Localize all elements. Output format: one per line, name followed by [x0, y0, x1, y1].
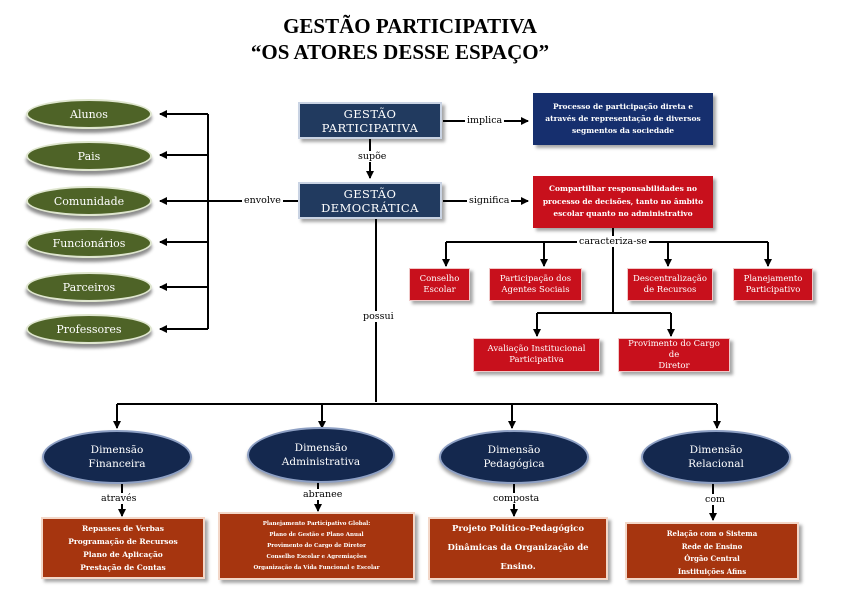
detail-item: Relação com o Sistema	[666, 529, 758, 538]
abranee-label: abranee	[301, 489, 345, 500]
box-line: de Recursos	[643, 284, 697, 295]
detail-item: Plano de Gestão e Plano Anual	[269, 531, 364, 538]
detail-item: Prestação de Contas	[80, 563, 166, 572]
composta-label: composta	[491, 493, 542, 504]
detail-item: Programação de Recursos	[68, 537, 178, 546]
detail-item: Organização da Vida Funcional e Escolar	[253, 564, 380, 571]
box-line: Participativa	[509, 355, 564, 365]
dimension-line: Dimensão	[294, 442, 348, 454]
dimension-line: Relacional	[688, 458, 744, 470]
dimension-line: Dimensão	[487, 444, 541, 456]
page-subtitle: “OS ATORES DESSE ESPAÇO”	[250, 40, 550, 64]
detail-item: Projeto Político-Pedagógico	[451, 524, 585, 534]
dimensao-administrativa: Dimensão Administrativa	[247, 427, 395, 483]
box-line: Descentralização	[633, 273, 707, 284]
caracteriza-se-label: caracteriza-se	[577, 236, 649, 247]
implica-description-box: Processo de participação direta e atravé…	[533, 93, 713, 145]
page-title: GESTÃO PARTICIPATIVA	[283, 14, 537, 38]
possui-label: possui	[361, 311, 396, 322]
significa-description-box: Compartilhar responsabilidades no proces…	[533, 176, 713, 228]
box-line: Conselho	[419, 273, 460, 284]
dimension-line: Pedagógica	[483, 458, 545, 470]
participacao-agentes-box: Participação dos Agentes Sociais	[489, 268, 582, 301]
dimensao-pedagogica: Dimensão Pedagógica	[439, 430, 589, 484]
detail-item: Rede de Ensino	[681, 541, 743, 551]
envolve-label: envolve	[242, 195, 283, 206]
atraves-label: através	[99, 493, 139, 504]
financeira-detail-box: Repasses de Verbas Programação de Recurs…	[41, 517, 205, 579]
dimension-line: Administrativa	[281, 456, 361, 468]
relacional-detail-box: Relação com o Sistema Rede de Ensino Órg…	[625, 522, 799, 580]
gestao-democratica-node: GESTÃO DEMOCRÁTICA	[298, 182, 442, 219]
dimensao-relacional: Dimensão Relacional	[641, 430, 791, 484]
gestao-participativa-node: GESTÃO PARTICIPATIVA	[298, 102, 442, 139]
detail-item: Repasses de Verbas	[82, 524, 164, 533]
actor-professores: Professores	[26, 314, 152, 344]
detail-item: Instituições Afins	[677, 566, 747, 576]
pedagogica-detail-box: Projeto Político-Pedagógico Dinâmicas da…	[428, 517, 608, 580]
box-line: Provimento do Cargo de	[628, 338, 720, 360]
box-line: Participativo	[745, 284, 801, 295]
detail-item: Planejamento Participativo Global:	[262, 520, 371, 527]
avaliacao-institucional-box: Avaliação Institucional Participativa	[473, 338, 600, 372]
node-line: GESTÃO	[343, 186, 397, 201]
com-label: com	[703, 494, 728, 505]
significa-label: significa	[467, 195, 512, 206]
box-line: Escolar	[423, 284, 456, 295]
node-line: GESTÃO	[343, 106, 397, 121]
supoe-label: supõe	[356, 151, 389, 162]
box-line: Agentes Sociais	[501, 284, 570, 295]
detail-item: Conselho Escolar e Agremiações	[266, 553, 367, 560]
planejamento-participativo-box: Planejamento Participativo	[733, 268, 813, 301]
detail-item: Plano de Aplicação	[83, 550, 163, 559]
actor-funcionarios: Funcionários	[26, 228, 152, 258]
actor-parceiros: Parceiros	[26, 272, 152, 302]
dimension-line: Financeira	[88, 458, 146, 470]
dimension-line: Dimensão	[689, 444, 743, 456]
box-line: Avaliação Institucional	[487, 344, 586, 354]
detail-item: Dinâmicas da Organização de Ensino.	[447, 543, 589, 572]
actor-comunidade: Comunidade	[26, 186, 152, 216]
box-line: Diretor	[658, 360, 690, 371]
implica-label: implica	[465, 115, 505, 126]
dimensao-financeira: Dimensão Financeira	[42, 430, 192, 484]
box-line: Planejamento	[743, 273, 803, 284]
provimento-cargo-box: Provimento do Cargo de Diretor	[618, 338, 730, 372]
administrativa-detail-box: Planejamento Participativo Global: Plano…	[218, 512, 415, 580]
node-line: PARTICIPATIVA	[321, 120, 419, 135]
actor-alunos: Alunos	[26, 99, 152, 129]
detail-item: Provimento do Cargo de Diretor	[267, 542, 366, 549]
dimension-line: Dimensão	[90, 444, 144, 456]
conselho-escolar-box: Conselho Escolar	[409, 268, 470, 301]
node-line: DEMOCRÁTICA	[321, 200, 419, 215]
box-line: Participação dos	[499, 273, 572, 284]
detail-item: Órgão Central	[684, 554, 740, 563]
descentralizacao-box: Descentralização de Recursos	[627, 268, 713, 301]
actor-pais: Pais	[26, 141, 152, 171]
